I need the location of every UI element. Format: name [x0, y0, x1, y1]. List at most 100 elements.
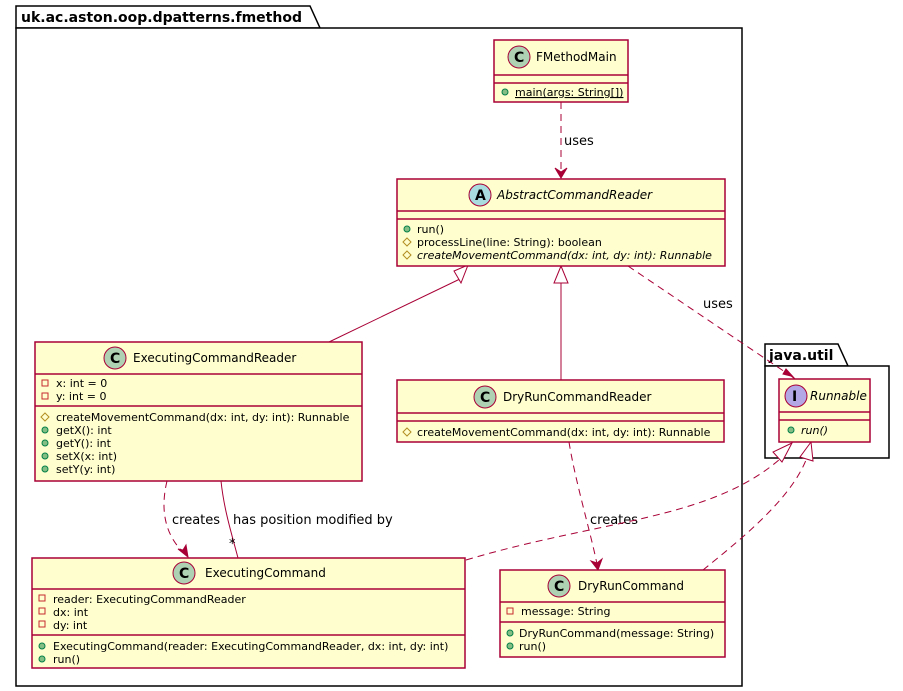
field-y: y: int = 0	[56, 390, 106, 403]
interface-runnable[interactable]: I Runnable run()	[778, 378, 871, 443]
field-dx: dx: int	[53, 606, 89, 619]
class-dryrun-command-box	[499, 569, 726, 658]
field-dy: dy: int	[53, 619, 88, 632]
edge-executing-reader-triangle	[453, 264, 469, 285]
class-stereotype-icon	[473, 385, 497, 409]
edge-executing-command-implements	[465, 441, 794, 561]
public-visibility-icon	[403, 225, 411, 233]
method-process-line: processLine(line: String): boolean	[417, 236, 602, 249]
edge-dryrun-reader-triangle	[553, 264, 569, 284]
edge-reader-uses-arrowhead	[782, 368, 796, 380]
package-util-label: java.util	[768, 348, 833, 364]
method-get-y: getY(): int	[56, 437, 112, 450]
field-reader: reader: ExecutingCommandReader	[53, 593, 246, 606]
private-visibility-icon	[38, 620, 46, 628]
method-create-movement-command: createMovementCommand(dx: int, dy: int):…	[417, 249, 712, 262]
class-dryrun-command-reader[interactable]: C DryRunCommandReader createMovementComm…	[396, 379, 725, 443]
class-stereotype-letter: C	[554, 579, 564, 595]
edge-reader-uses-runnable: uses	[627, 265, 796, 380]
constructor-executing-command: ExecutingCommand(reader: ExecutingComman…	[53, 640, 448, 653]
class-fmethod-main[interactable]: C FMethodMain main(args: String[])	[493, 39, 629, 103]
protected-visibility-icon	[402, 427, 412, 437]
interface-stereotype-icon	[784, 384, 808, 408]
class-stereotype-letter: C	[110, 351, 120, 367]
field-x: x: int = 0	[56, 377, 107, 390]
class-stereotype-icon	[103, 346, 127, 370]
private-visibility-icon	[38, 594, 46, 602]
public-visibility-icon	[506, 629, 514, 637]
edge-multiplicity-label: *	[229, 537, 236, 552]
class-name: DryRunCommand	[578, 579, 684, 593]
edge-executing-reader-extends	[328, 264, 469, 343]
public-visibility-icon	[38, 642, 46, 650]
edge-exec-creates-arrowhead	[177, 543, 189, 559]
class-executing-command-box	[31, 557, 466, 669]
public-visibility-icon	[501, 88, 509, 96]
edge-has-position: has position modified by *	[220, 480, 393, 559]
class-name: ExecutingCommand	[205, 566, 326, 580]
edge-dryrun-command-triangle	[799, 440, 814, 462]
class-stereotype-letter: C	[514, 50, 524, 66]
method-run: run()	[801, 424, 828, 437]
constructor-dryrun-command: DryRunCommand(message: String)	[519, 627, 714, 640]
private-visibility-icon	[41, 392, 49, 400]
class-stereotype-letter: C	[179, 566, 189, 582]
method-set-y: setY(y: int)	[56, 463, 115, 476]
class-name: FMethodMain	[536, 50, 617, 64]
private-visibility-icon	[41, 379, 49, 387]
public-visibility-icon	[787, 426, 795, 434]
edge-main-uses-arrowhead	[554, 167, 568, 179]
protected-visibility-icon	[402, 250, 412, 260]
edge-dry-creates-arrowhead	[589, 557, 604, 572]
class-executing-command[interactable]: C ExecutingCommand reader: ExecutingComm…	[31, 557, 466, 669]
class-name: DryRunCommandReader	[503, 390, 651, 404]
edge-exec-creates-label: creates	[172, 513, 220, 528]
method-set-x: setX(x: int)	[56, 450, 117, 463]
class-executing-reader-box	[34, 341, 363, 482]
edge-main-uses-reader: uses	[554, 102, 594, 179]
public-visibility-icon	[41, 465, 49, 473]
private-visibility-icon	[506, 607, 514, 615]
package-main-label: uk.ac.aston.oop.dpatterns.fmethod	[21, 10, 302, 26]
edge-reader-uses-label: uses	[703, 297, 733, 312]
class-abstract-command-reader[interactable]: A AbstractCommandReader run() processLin…	[396, 178, 726, 267]
private-visibility-icon	[38, 607, 46, 615]
public-visibility-icon	[41, 452, 49, 460]
method-run: run()	[53, 653, 80, 666]
protected-visibility-icon	[40, 412, 50, 422]
class-dryrun-reader-box	[396, 379, 725, 443]
method-get-x: getX(): int	[56, 424, 112, 437]
class-stereotype-icon	[172, 561, 196, 585]
edge-dryrun-reader-extends	[553, 264, 569, 380]
method-create-movement-command: createMovementCommand(dx: int, dy: int):…	[56, 411, 350, 424]
edge-main-uses-label: uses	[564, 134, 594, 149]
method-main: main(args: String[])	[515, 86, 623, 99]
class-name: AbstractCommandReader	[496, 188, 653, 202]
edge-executing-command-triangle	[772, 441, 794, 463]
field-message: message: String	[521, 605, 610, 618]
method-run: run()	[519, 640, 546, 653]
edge-has-position-label: has position modified by	[233, 513, 393, 528]
class-stereotype-icon	[507, 45, 531, 69]
edge-dry-creates: creates	[568, 441, 638, 572]
public-visibility-icon	[41, 439, 49, 447]
class-dryrun-command[interactable]: C DryRunCommand message: String DryRunCo…	[499, 569, 726, 658]
edge-exec-creates: creates	[163, 480, 220, 559]
class-name: ExecutingCommandReader	[133, 351, 296, 365]
public-visibility-icon	[41, 426, 49, 434]
interface-stereotype-letter: I	[792, 389, 797, 405]
method-create-movement-command: createMovementCommand(dx: int, dy: int):…	[417, 426, 711, 439]
method-run: run()	[417, 223, 444, 236]
edge-dry-creates-label: creates	[590, 513, 638, 528]
class-stereotype-letter: C	[480, 390, 490, 406]
class-stereotype-icon	[547, 574, 571, 598]
interface-name: Runnable	[810, 389, 867, 403]
abstract-stereotype-icon	[468, 183, 492, 207]
public-visibility-icon	[38, 655, 46, 663]
protected-visibility-icon	[402, 237, 412, 247]
abstract-stereotype-letter: A	[475, 188, 486, 204]
class-executing-command-reader[interactable]: C ExecutingCommandReader x: int = 0 y: i…	[34, 341, 363, 482]
public-visibility-icon	[506, 642, 514, 650]
class-abstract-reader-box	[396, 178, 726, 267]
